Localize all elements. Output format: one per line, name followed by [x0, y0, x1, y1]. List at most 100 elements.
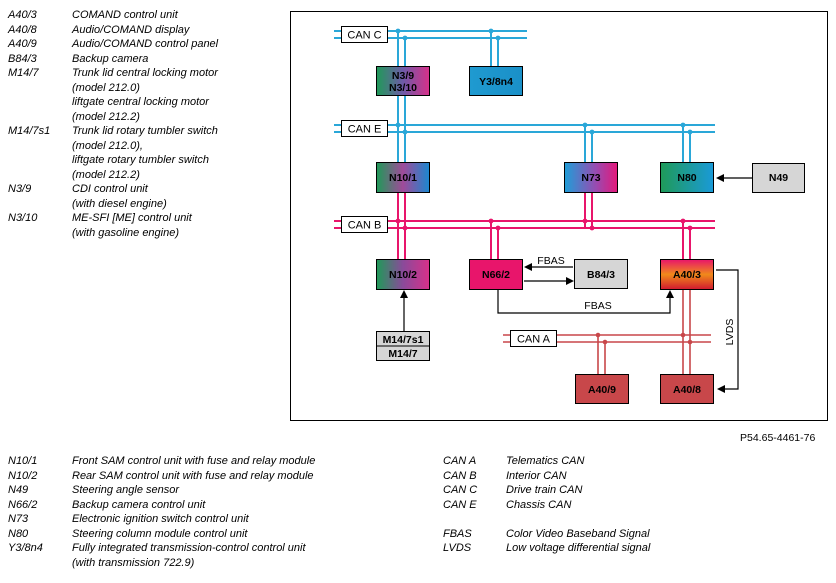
legend-row: B84/3 Backup camera [8, 52, 288, 67]
figure-code: P54.65-4461-76 [740, 432, 816, 444]
legend-row: CAN E Chassis CAN [443, 498, 823, 513]
can-c-dots [395, 28, 501, 41]
legend-description: ME-SFI [ME] control unit [72, 212, 192, 224]
legend-code: A40/8 [8, 23, 37, 36]
svg-text:CAN B: CAN B [348, 220, 382, 232]
box-n10-2: N10/2 [376, 259, 430, 290]
legend-description: (model 212.2) [72, 110, 140, 123]
can-c-drops [397, 31, 499, 162]
svg-text:A40/8: A40/8 [673, 384, 701, 396]
legend-description: Electronic ignition switch control unit [72, 513, 249, 525]
legend-description: Chassis CAN [506, 498, 572, 511]
legend-code: FBAS [443, 527, 472, 540]
legend-row: N10/2 Rear SAM control unit with fuse and… [8, 469, 428, 484]
svg-text:N73: N73 [581, 172, 600, 184]
arrow-heads [400, 174, 725, 393]
svg-text:N10/2: N10/2 [389, 269, 417, 281]
legend-row: (model 212.0), [8, 139, 288, 154]
legend-code: CAN A [443, 455, 477, 467]
can-e-bus [334, 124, 715, 133]
svg-text:CAN C: CAN C [347, 30, 381, 42]
box-n49: N49 [752, 163, 805, 193]
lvds-label: LVDS [724, 319, 736, 346]
signal-arrows [403, 177, 752, 390]
legend-row: CAN C Drive train CAN [443, 483, 823, 498]
box-a40-3: A40/3 [660, 259, 714, 290]
legend-code: N10/2 [8, 469, 38, 482]
can-a-drops [597, 290, 691, 374]
can-b-bus [334, 220, 715, 229]
legend-description: liftgate central locking motor [72, 96, 209, 108]
legend-row: N3/10 ME-SFI [ME] control unit [8, 211, 288, 226]
legend-code: N80 [8, 527, 29, 540]
svg-text:N80: N80 [677, 172, 696, 184]
box-n3-9: N3/9 N3/10 [376, 66, 430, 96]
legend-code: CAN C [443, 484, 478, 496]
legend-description: Interior CAN [506, 469, 567, 482]
legend-code: N3/10 [8, 212, 38, 224]
legend-row: (model 212.2) [8, 110, 288, 125]
svg-text:Y3/8n4: Y3/8n4 [479, 76, 513, 88]
legend-description: (model 212.0), [72, 139, 143, 152]
legend-row: (with transmission 722.9) [8, 556, 428, 571]
legend-code: M14/7 [8, 67, 39, 79]
can-e-dots [395, 122, 693, 135]
legend-description: Rear SAM control unit with fuse and rela… [72, 469, 314, 482]
svg-text:N3/9: N3/9 [392, 70, 414, 82]
legend-code: N3/9 [8, 183, 32, 195]
box-m14-7s1: M14/7s1 M14/7 [376, 331, 430, 361]
can-e-label: CAN E [341, 120, 388, 137]
legend-description: (with diesel engine) [72, 197, 167, 210]
legend-description: Steering column module control unit [72, 527, 248, 540]
legend-code: CAN B [443, 469, 477, 482]
svg-text:B84/3: B84/3 [587, 269, 615, 281]
can-a-label: CAN A [510, 330, 557, 347]
legend-description: Telematics CAN [506, 455, 585, 467]
legend-description: Drive train CAN [506, 484, 583, 496]
box-y3-8n4: Y3/8n4 [469, 66, 523, 96]
legend-description: Color Video Baseband Signal [506, 527, 650, 540]
can-b-drops [397, 193, 691, 259]
legend-row: CAN A Telematics CAN [443, 454, 823, 469]
legend-code: CAN E [443, 498, 477, 511]
svg-text:N66/2: N66/2 [482, 269, 510, 281]
legend-code: B84/3 [8, 52, 37, 65]
legend-row: A40/8 Audio/COMAND display [8, 23, 288, 38]
legend-row: (with diesel engine) [8, 197, 288, 212]
can-b-label: CAN B [341, 216, 388, 233]
legend-row: CAN B Interior CAN [443, 469, 823, 484]
svg-text:N10/1: N10/1 [389, 172, 417, 184]
legend-row: FBAS Color Video Baseband Signal [443, 527, 823, 542]
legend-description: Trunk lid central locking motor [72, 67, 218, 79]
can-e-drops [584, 125, 691, 162]
legend-code: LVDS [443, 542, 472, 554]
can-b-dots [395, 218, 693, 231]
can-a-dots [595, 332, 693, 345]
fbas-label-top: FBAS [537, 255, 564, 267]
legend-row: M14/7 Trunk lid central locking motor [8, 66, 288, 81]
box-b84-3: B84/3 [574, 259, 628, 289]
legend-description: Backup camera [72, 52, 149, 65]
legend-code: N49 [8, 484, 29, 496]
legend-description: (with transmission 722.9) [72, 556, 195, 569]
box-n73: N73 [564, 162, 618, 193]
legend-description: Backup camera control unit [72, 498, 206, 511]
legend-code: A40/9 [8, 38, 37, 50]
diagram-frame [290, 11, 828, 421]
legend-code: A40/3 [8, 9, 37, 21]
svg-text:A40/3: A40/3 [673, 269, 701, 281]
box-n10-1: N10/1 [376, 162, 430, 193]
svg-text:N49: N49 [769, 172, 788, 184]
legend-code: N10/1 [8, 455, 38, 467]
legend-description: Audio/COMAND display [72, 23, 190, 36]
legend-code: M14/7s1 [8, 125, 51, 137]
